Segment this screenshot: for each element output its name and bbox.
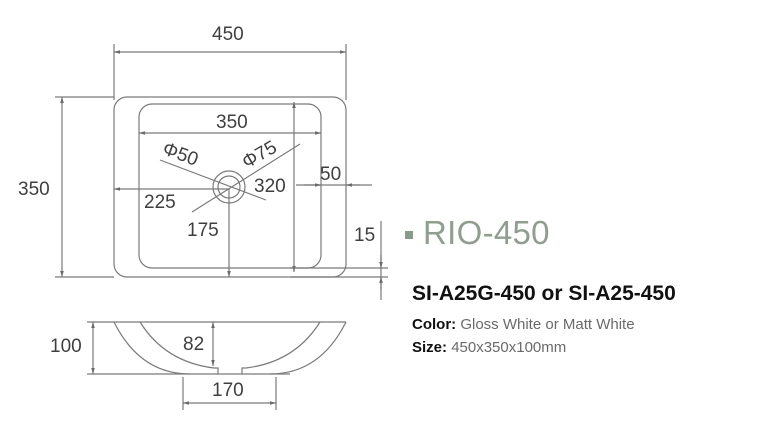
- model-heading: RIO-450: [405, 214, 550, 252]
- dim-basin-width: 350: [216, 112, 248, 133]
- dim-rim-offset: 50: [320, 164, 341, 185]
- dim-drain-offset-x: 225: [144, 192, 176, 213]
- dim-overall-depth: 350: [18, 179, 50, 200]
- dim-drain-diameter: Φ75: [239, 137, 281, 173]
- dim-overall-width: 450: [212, 24, 244, 45]
- dim-rim-height: 15: [354, 225, 375, 246]
- dim-basin-depth: 320: [254, 176, 286, 197]
- size-label: Size:: [412, 339, 448, 356]
- technical-drawing: 450 350 350 Φ50 Φ75 320 225 175 50 15 10…: [18, 24, 388, 410]
- color-label: Color:: [412, 316, 457, 333]
- basin-outer-outline: [113, 96, 347, 278]
- side-view: [87, 321, 347, 410]
- size-value: 450x350x100mm: [451, 339, 567, 356]
- color-value: Gloss White or Matt White: [460, 316, 635, 333]
- dim-overall-height: 100: [50, 336, 82, 357]
- product-code: SI-A25G-450 or SI-A25-450: [412, 282, 676, 305]
- size-spec: Size: 450x350x100mm: [412, 339, 566, 356]
- color-spec: Color: Gloss White or Matt White: [412, 316, 635, 333]
- dim-base-width: 170: [212, 380, 244, 401]
- dim-drain-offset-y: 175: [187, 220, 219, 241]
- dim-overflow-diameter: Φ50: [160, 139, 201, 171]
- model-name: RIO-450: [423, 214, 550, 251]
- basin-inner-outline: [138, 103, 322, 269]
- dim-side-basin-depth: 82: [183, 334, 204, 355]
- square-bullet-icon: [405, 231, 413, 239]
